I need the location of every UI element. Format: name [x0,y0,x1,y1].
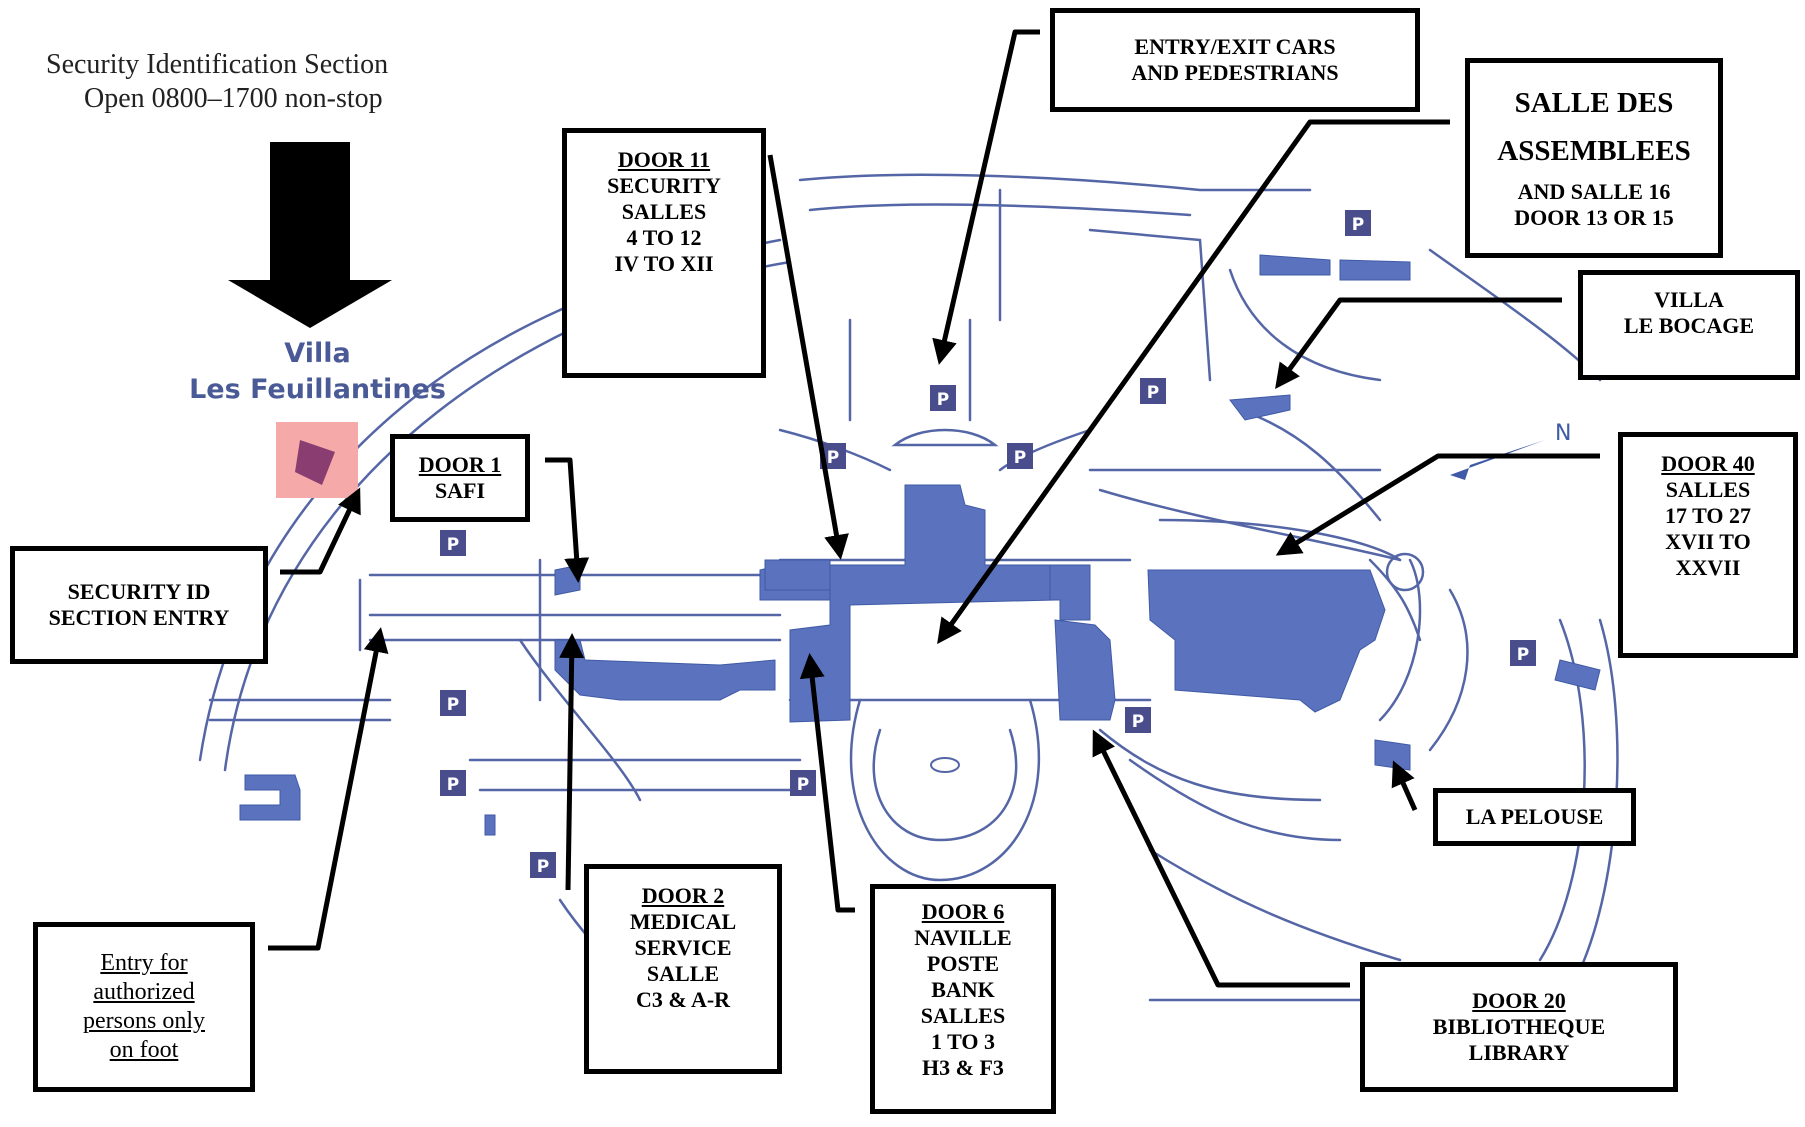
label-line: SECTION ENTRY [48,605,230,630]
parking-markers: P P P P P P P P P P P P [440,210,1536,878]
svg-text:P: P [937,390,949,410]
svg-text:P: P [447,695,459,715]
villa-label-line-2: Les Feuillantines [189,374,446,405]
label-line: LA PELOUSE [1465,804,1604,829]
label-line: SECURITY [607,173,721,198]
label-door-2: DOOR 2 MEDICAL SERVICE SALLE C3 & A-R [584,864,782,1074]
svg-text:P: P [797,775,809,795]
svg-text:P: P [827,448,839,468]
down-arrow-icon [228,142,392,328]
header-line-1: Security Identification Section [46,49,389,80]
label-line: XVII TO [1665,529,1751,554]
label-heading: DOOR 2 [641,883,725,908]
parking-icon: P [790,770,816,796]
label-line: AND PEDESTRIANS [1131,60,1339,85]
label-entry-on-foot: Entry for authorized persons only on foo… [33,922,255,1092]
villa-feuillantines-label: Villa Les Feuillantines [185,336,450,408]
label-door-20: DOOR 20 BIBLIOTHEQUE LIBRARY [1360,962,1678,1092]
label-line: authorized [93,979,195,1005]
north-arrow-icon [1450,440,1545,480]
parking-icon: P [1007,443,1033,469]
parking-icon: P [1140,378,1166,404]
svg-text:P: P [537,857,549,877]
label-line: IV TO XII [614,251,714,276]
villa-feuillantines-building [295,440,335,485]
parking-icon: P [1125,707,1151,733]
parking-icon: P [530,852,556,878]
parking-icon: P [930,385,956,411]
svg-text:P: P [447,535,459,555]
label-title: SALLE DES [1514,87,1674,119]
label-line: NAVILLE [914,925,1012,950]
parking-icon: P [1345,210,1371,236]
label-heading: DOOR 6 [921,899,1005,924]
leader-arrows [268,29,1600,988]
label-line: LIBRARY [1468,1040,1570,1065]
label-salle-assemblees: SALLE DES ASSEMBLEES AND SALLE 16 DOOR 1… [1465,58,1723,258]
label-villa-le-bocage: VILLA LE BOCAGE [1578,270,1800,380]
label-line: on foot [109,1037,179,1063]
north-label: N [1555,421,1571,446]
label-line: DOOR 13 OR 15 [1514,205,1674,230]
label-line: LE BOCAGE [1623,313,1755,338]
parking-icon: P [1510,640,1536,666]
label-line: SECURITY ID [67,579,211,604]
label-heading: DOOR 40 [1661,451,1755,476]
label-line: VILLA [1654,287,1724,312]
villa-label-line-1: Villa [284,338,351,369]
label-line: BIBLIOTHEQUE [1432,1014,1606,1039]
svg-text:P: P [447,775,459,795]
parking-icon: P [440,530,466,556]
label-line: 17 TO 27 [1665,503,1751,528]
label-door-1: DOOR 1 SAFI [390,434,530,522]
svg-text:P: P [1014,448,1026,468]
header-line-2: Open 0800–1700 non-stop [84,83,383,114]
label-heading: DOOR 20 [1472,988,1566,1013]
label-line: SALLES [1665,477,1751,502]
label-line: persons only [83,1008,205,1034]
label-title: ASSEMBLEES [1497,135,1691,167]
label-la-pelouse: LA PELOUSE [1433,788,1636,846]
svg-text:P: P [1517,645,1529,665]
label-heading: DOOR 11 [617,147,711,172]
label-line: MEDICAL [629,909,737,934]
label-line: 1 TO 3 [931,1029,995,1054]
svg-text:P: P [1352,215,1364,235]
label-line: SALLES [621,199,707,224]
label-line: C3 & A-R [635,987,731,1012]
security-section-header: Security Identification Section Open 080… [46,48,466,116]
label-heading: DOOR 1 [418,452,502,477]
label-line: BANK [931,977,995,1002]
parking-icon: P [440,770,466,796]
parking-icon: P [440,690,466,716]
label-line: SALLE [646,961,720,986]
label-door-6: DOOR 6 NAVILLE POSTE BANK SALLES 1 TO 3 … [870,884,1056,1114]
svg-text:P: P [1132,712,1144,732]
label-line: ENTRY/EXIT CARS [1134,34,1336,59]
label-line: Entry for [100,950,188,976]
label-entry-exit: ENTRY/EXIT CARS AND PEDESTRIANS [1050,8,1420,112]
label-door-40: DOOR 40 SALLES 17 TO 27 XVII TO XXVII [1618,432,1798,658]
svg-text:P: P [1147,383,1159,403]
label-line: 4 TO 12 [626,225,702,250]
label-line: AND SALLE 16 [1517,179,1671,204]
label-line: XXVII [1675,555,1741,580]
label-door-11: DOOR 11 SECURITY SALLES 4 TO 12 IV TO XI… [562,128,766,378]
label-line: SALLES [920,1003,1006,1028]
label-line: POSTE [926,951,1000,976]
label-line: H3 & F3 [922,1055,1004,1080]
label-line: SERVICE [634,935,732,960]
label-line: SAFI [434,478,486,503]
label-security-id-entry: SECURITY ID SECTION ENTRY [10,546,268,664]
